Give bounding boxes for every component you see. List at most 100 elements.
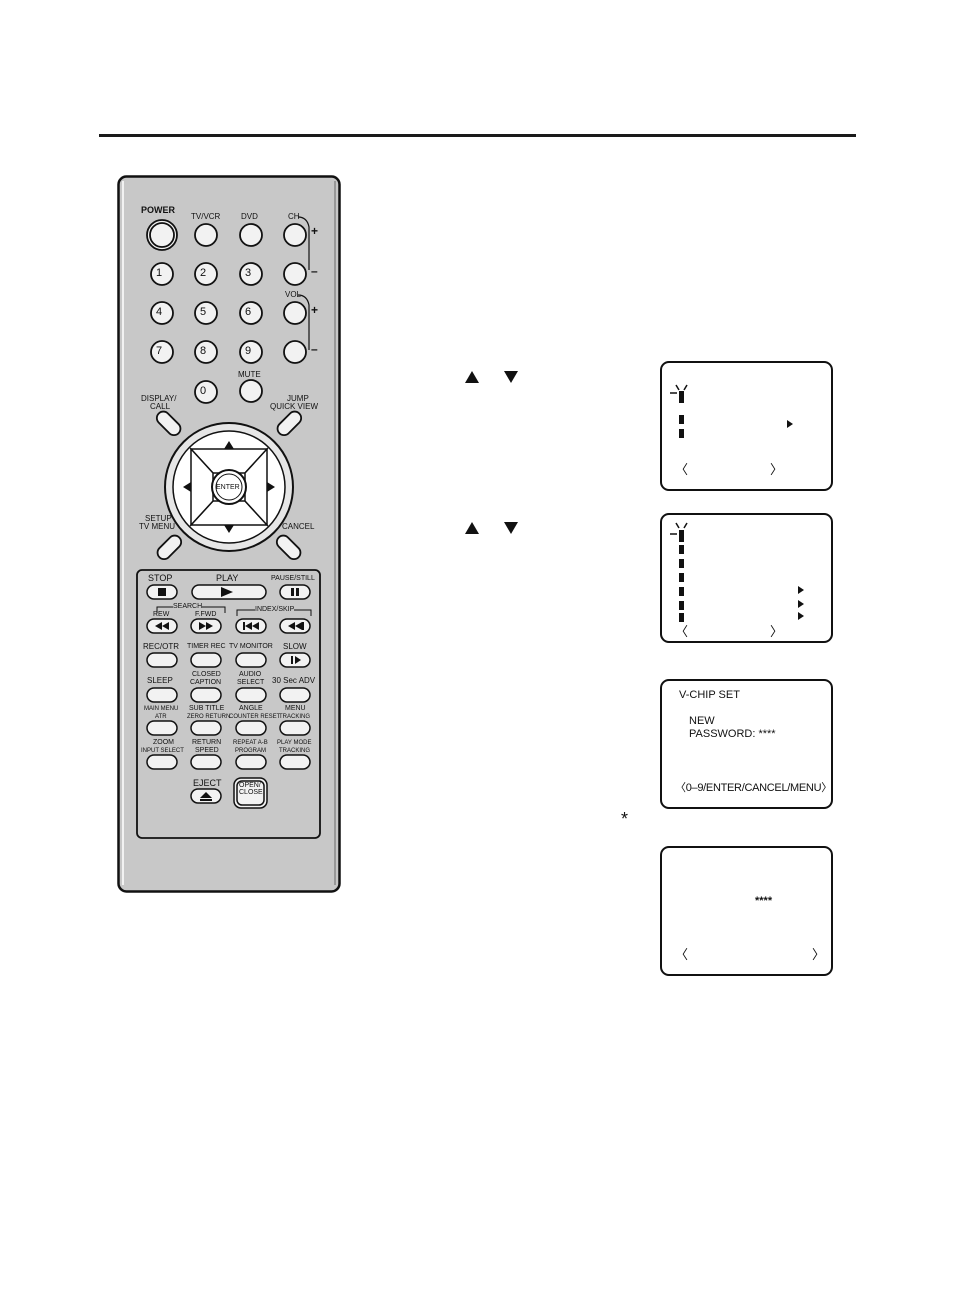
up-arrow-icon: [465, 522, 479, 534]
left-bracket: 〈: [675, 462, 689, 477]
subtitle-label-2: ZERO RETURN: [187, 714, 231, 720]
digit-0[interactable]: 0: [200, 385, 207, 397]
remote-body-illustration: [117, 175, 341, 893]
right-bracket: 〉: [770, 624, 784, 639]
digit-8[interactable]: 8: [200, 345, 207, 357]
mute-label: MUTE: [238, 370, 261, 379]
menu-item-marker: [679, 429, 684, 438]
repeat-label-1: REPEAT A-B: [233, 740, 268, 746]
zoom-label-2: INPUT SELECT: [141, 748, 184, 754]
menu-item-marker: [679, 573, 684, 582]
stop-label: STOP: [148, 573, 173, 583]
index-skip-label: INDEX/SKIP: [255, 606, 295, 614]
vchip-new-label: NEW: [689, 715, 715, 727]
ffwd-label: F.FWD: [195, 611, 217, 618]
down-arrow-icon: [504, 371, 518, 383]
menu-label-1: MENU: [285, 705, 306, 712]
display-label-1: DISPLAY/: [141, 394, 177, 403]
submenu-arrow-icon: [787, 420, 793, 428]
rew-label: REW: [153, 611, 170, 618]
menu-cursor: [679, 530, 684, 542]
digit-1[interactable]: 1: [156, 267, 163, 279]
pause-label: PAUSE/STILL: [271, 575, 315, 582]
dvd-label: DVD: [241, 212, 258, 221]
submenu-arrow-icon: [798, 586, 804, 594]
sleep-label: SLEEP: [147, 676, 173, 685]
jump-label-1: JUMP: [287, 394, 309, 403]
menu-label-2: TRACKING: [279, 714, 311, 720]
digit-3[interactable]: 3: [245, 267, 252, 279]
down-arrow-icon: [504, 522, 518, 534]
return-label-2: SPEED: [195, 747, 219, 754]
menu-item-marker: [679, 613, 684, 622]
timer-rec-label: TIMER REC: [187, 643, 226, 650]
audio-label-2: SELECT: [237, 679, 265, 686]
digit-5[interactable]: 5: [200, 306, 207, 318]
jump-label-2: QUICK VIEW: [270, 402, 319, 411]
ch-plus: +: [311, 224, 319, 238]
angle-label-1: ANGLE: [239, 705, 263, 712]
main-menu-label-2: ATR: [155, 714, 167, 720]
cancel-label: CANCEL: [282, 522, 315, 531]
enter-label[interactable]: ENTER: [216, 484, 240, 491]
digit-6[interactable]: 6: [245, 306, 252, 318]
slow-label: SLOW: [283, 642, 307, 651]
digit-2[interactable]: 2: [200, 267, 207, 279]
osd-screen-vchip: V-CHIP SET NEW PASSWORD: **** 〈0–9/ENTER…: [660, 679, 833, 809]
ch-minus: –: [311, 264, 318, 278]
digit-4[interactable]: 4: [156, 306, 163, 318]
main-menu-label-1: MAIN MENU: [144, 706, 179, 712]
open-label-2: CLOSE: [239, 789, 263, 796]
menu-item-marker: [679, 601, 684, 610]
open-label-1: OPEN/: [239, 782, 261, 789]
header-rule: [99, 134, 856, 137]
footnote-asterisk: *: [621, 809, 629, 829]
zoom-label-1: ZOOM: [153, 739, 174, 746]
digit-9[interactable]: 9: [245, 345, 252, 357]
vol-label: VOL: [285, 290, 302, 299]
angle-label-2: COUNTER RESET: [229, 714, 281, 720]
blink-cursor-icon: [670, 522, 688, 535]
osd-screen-4: **** 〈 〉: [660, 846, 833, 976]
subtitle-label-1: SUB TITLE: [189, 705, 225, 712]
display-label-2: CALL: [150, 402, 171, 411]
blink-cursor-icon: [670, 384, 688, 394]
digit-7[interactable]: 7: [156, 345, 163, 357]
vchip-password-label: PASSWORD: ****: [689, 728, 776, 740]
up-arrow-icon: [465, 371, 479, 383]
osd-screen-1: 〈 〉: [660, 361, 833, 491]
power-label: POWER: [141, 205, 176, 215]
vchip-title: V-CHIP SET: [679, 689, 740, 701]
menu-item-marker: [679, 587, 684, 596]
menu-item-marker: [679, 559, 684, 568]
vchip-footer: 〈0–9/ENTER/CANCEL/MENU〉: [675, 782, 832, 794]
remote-control: POWER TV/VCR DVD CH: [117, 175, 341, 893]
password-mask: ****: [755, 895, 773, 907]
right-bracket: 〉: [770, 462, 784, 477]
submenu-arrow-icon: [798, 600, 804, 608]
menu-item-marker: [679, 415, 684, 424]
vol-minus: –: [311, 342, 318, 356]
ch-label: CH: [288, 212, 300, 221]
vol-plus: +: [311, 303, 319, 317]
tv-vcr-label: TV/VCR: [191, 212, 221, 221]
right-bracket: 〉: [812, 947, 826, 962]
osd-screen-2: 〈 〉: [660, 513, 833, 643]
setup-label-1: SETUP: [145, 514, 172, 523]
repeat-label-2: PROGRAM: [235, 748, 267, 754]
left-bracket: 〈: [675, 624, 689, 639]
adv-label: 30 Sec ADV: [272, 676, 316, 685]
left-bracket: 〈: [675, 947, 689, 962]
return-label-1: RETURN: [192, 739, 222, 746]
playmode-label-2: TRACKING: [279, 748, 311, 754]
play-label: PLAY: [216, 573, 239, 583]
audio-label-1: AUDIO: [239, 671, 262, 678]
playmode-label-1: PLAY MODE: [277, 740, 312, 746]
rec-otr-label: REC/OTR: [143, 642, 179, 651]
menu-cursor: [679, 391, 684, 403]
submenu-arrow-icon: [798, 612, 804, 620]
cc-label-2: CAPTION: [190, 679, 222, 686]
menu-item-marker: [679, 545, 684, 554]
tv-monitor-label: TV MONITOR: [229, 643, 273, 650]
search-label: SEARCH: [173, 603, 203, 611]
